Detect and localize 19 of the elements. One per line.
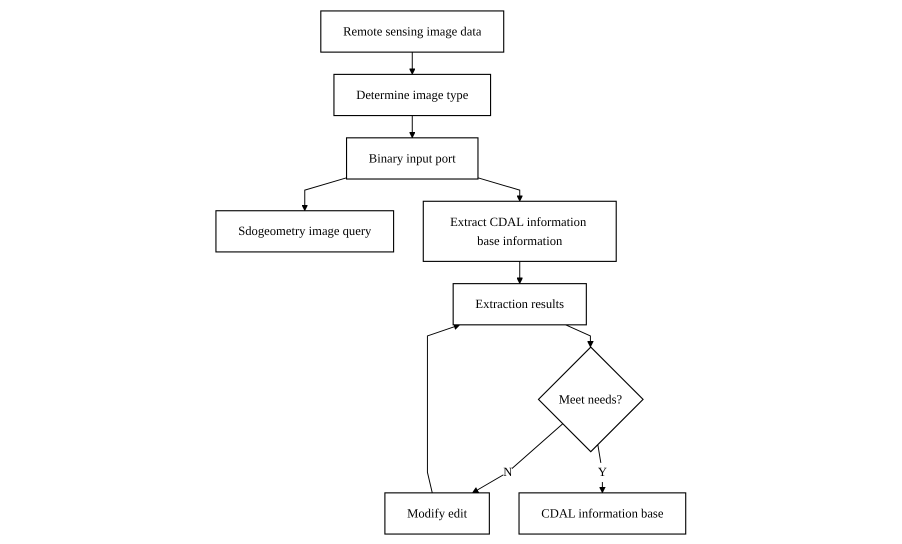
node-box: Sdogeometry image query — [216, 210, 394, 252]
node-box: Remote sensing image data — [320, 10, 504, 52]
node-box: Extract CDAL information base information — [422, 200, 617, 262]
node-box: Determine image type — [334, 73, 492, 116]
arrow — [409, 114, 416, 138]
node-box: Binary input port — [346, 136, 479, 180]
edge-label: Y — [598, 464, 608, 479]
node-diamond: Meet needs? — [538, 346, 644, 452]
edge-label: N — [503, 464, 512, 479]
node-box: Extraction results — [452, 282, 588, 325]
arrow — [302, 176, 348, 211]
node-box: Modify edit — [384, 492, 490, 534]
arrow — [478, 176, 524, 202]
arrow — [427, 323, 460, 493]
arrow — [472, 422, 564, 493]
arrow — [516, 260, 524, 284]
arrow — [409, 51, 416, 74]
arrow — [565, 324, 594, 347]
node-box: CDAL information base — [518, 492, 686, 534]
